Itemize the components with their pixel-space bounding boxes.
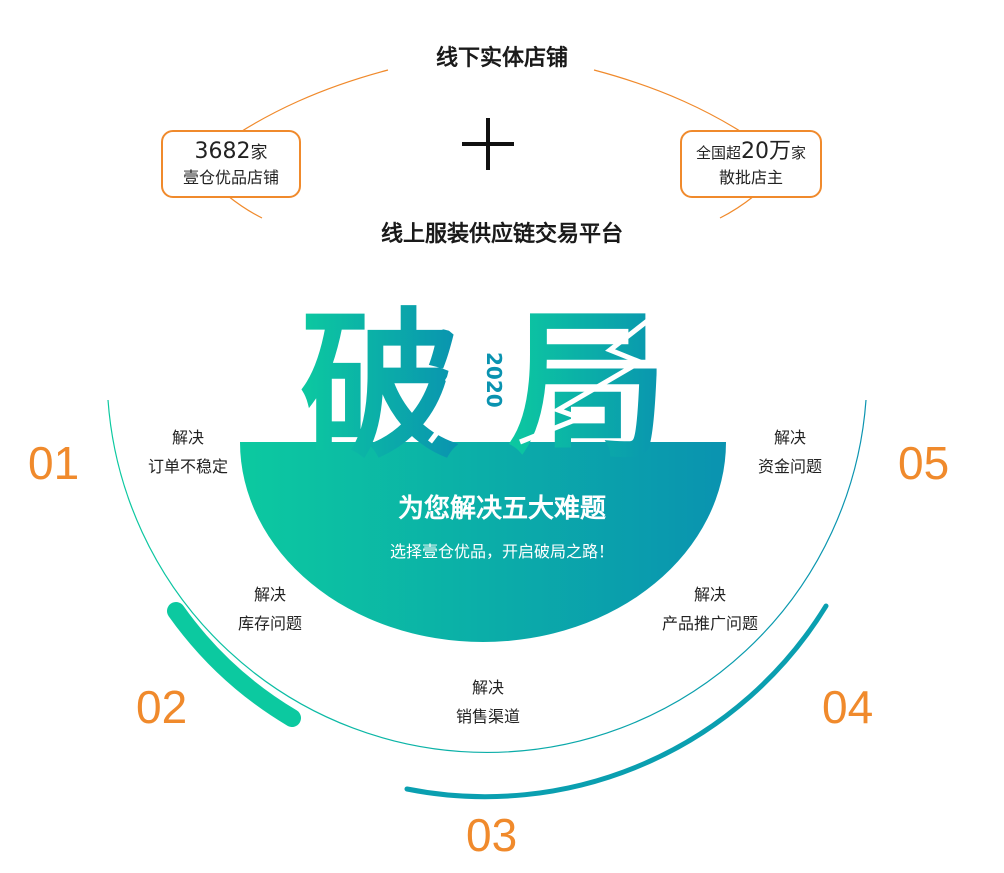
owner-count-line: 全国超20万家 bbox=[682, 138, 820, 167]
issue-05: 解决 资金问题 bbox=[720, 423, 860, 481]
issue-03-verb: 解决 bbox=[471, 678, 504, 697]
owner-count-prefix: 全国超 bbox=[695, 144, 741, 162]
outer-thin-arc bbox=[107, 399, 867, 753]
issue-04-topic: 产品推广问题 bbox=[661, 614, 758, 633]
issue-02: 解决 库存问题 bbox=[200, 580, 340, 638]
plus-icon bbox=[462, 118, 514, 170]
issue-01-topic: 订单不稳定 bbox=[147, 457, 228, 476]
store-count-caption: 壹仓优品店铺 bbox=[182, 168, 279, 187]
crack-line-left bbox=[428, 298, 474, 444]
upper-orange-arc-left-low bbox=[227, 195, 263, 219]
owner-count-unit: 家 bbox=[791, 144, 807, 162]
crack-line-right bbox=[519, 306, 666, 445]
issue-number-01: 01 bbox=[28, 437, 80, 489]
store-count-badge: 3682家 壹仓优品店铺 bbox=[161, 130, 301, 198]
thick-arc-02 bbox=[167, 602, 301, 727]
owner-count-badge: 全国超20万家 散批店主 bbox=[680, 130, 822, 198]
issue-05-verb: 解决 bbox=[773, 428, 806, 447]
year-text: 2020 bbox=[482, 352, 506, 408]
issue-02-verb: 解决 bbox=[253, 585, 286, 604]
issue-number-04: 04 bbox=[822, 681, 874, 733]
issue-03-topic: 销售渠道 bbox=[455, 707, 520, 726]
issue-number-02: 02 bbox=[136, 681, 188, 733]
issue-03: 解决 销售渠道 bbox=[418, 673, 558, 731]
thick-arc-03 bbox=[404, 603, 829, 800]
hero-char-po: 破 bbox=[300, 293, 460, 480]
owner-count-number: 20万 bbox=[741, 139, 791, 164]
issue-02-topic: 库存问题 bbox=[237, 614, 302, 633]
issue-number-05: 05 bbox=[898, 437, 950, 489]
issue-01-verb: 解决 bbox=[171, 428, 204, 447]
offline-store-title: 线下实体店铺 bbox=[435, 46, 568, 71]
hero-headline: 为您解决五大难题 bbox=[397, 494, 606, 524]
issue-05-topic: 资金问题 bbox=[757, 457, 822, 476]
issue-04: 解决 产品推广问题 bbox=[640, 580, 780, 638]
store-count-unit: 家 bbox=[250, 143, 268, 163]
store-count-line: 3682家 bbox=[163, 138, 299, 167]
hero-tagline: 选择壹仓优品，开启破局之路！ bbox=[389, 542, 614, 561]
store-count-number: 3682 bbox=[194, 139, 251, 164]
upper-orange-arc-right-low bbox=[719, 195, 755, 219]
issue-01: 解决 订单不稳定 bbox=[118, 423, 258, 481]
issue-number-03: 03 bbox=[466, 809, 518, 861]
issue-04-verb: 解决 bbox=[693, 585, 726, 604]
owner-count-caption: 散批店主 bbox=[718, 168, 783, 187]
hero-bowl bbox=[240, 442, 726, 642]
online-platform-title: 线上服装供应链交易平台 bbox=[380, 222, 623, 247]
year-vertical: 2020 bbox=[478, 352, 508, 412]
